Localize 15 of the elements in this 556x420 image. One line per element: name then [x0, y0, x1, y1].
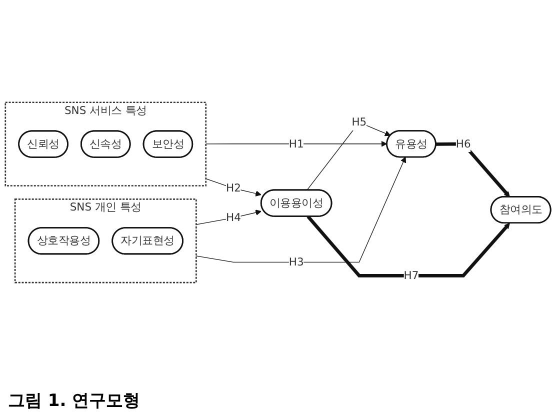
arrow	[196, 210, 262, 226]
edge-label: H5	[352, 116, 367, 129]
arrow	[196, 157, 406, 263]
edge-label: H6	[456, 138, 471, 150]
edge-label: H2	[226, 182, 241, 195]
edge-label: H1	[288, 138, 304, 150]
arrow	[306, 122, 391, 192]
arrow	[436, 142, 510, 198]
figure-caption: 그림 1. 연구모형	[7, 390, 142, 413]
arrow	[306, 216, 510, 278]
arrow	[206, 141, 388, 148]
edge-label: H3	[288, 256, 304, 269]
edge-label: H7	[404, 269, 419, 282]
edge-label: H4	[226, 212, 241, 224]
arrow	[206, 178, 262, 197]
